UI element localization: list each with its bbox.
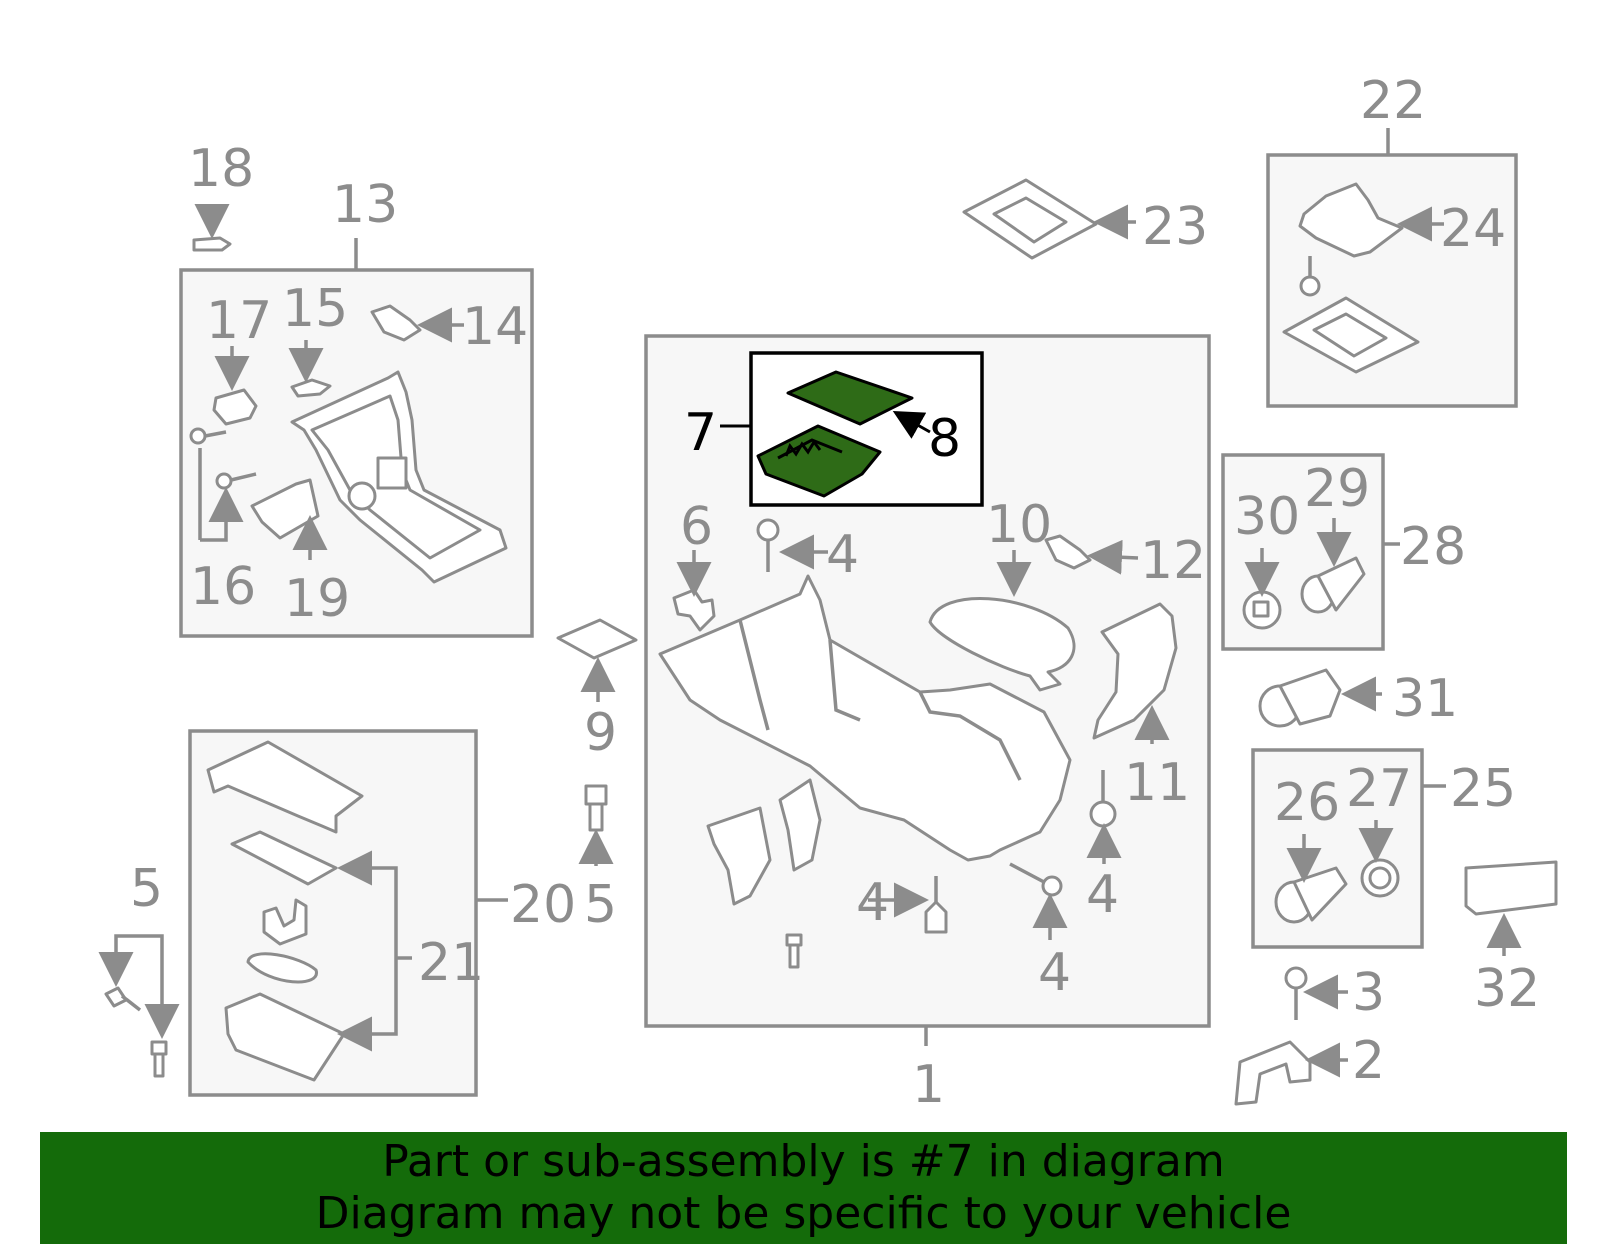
callout-28: 28 [1400,517,1466,577]
pad-21-part [246,952,318,984]
callout-4b: 4 [856,873,889,933]
screw-16-part-a [189,427,227,445]
callout-4a: 4 [826,525,859,585]
callout-11: 11 [1124,753,1190,813]
callout-19: 19 [284,569,350,629]
bolt-small-part [785,933,803,969]
callout-29: 29 [1304,459,1370,519]
bolt-5-part-a [104,986,142,1012]
callout-4c: 4 [1086,865,1119,925]
callout-17: 17 [206,291,272,351]
callout-20: 20 [510,875,576,935]
socket-30-part [1242,590,1282,630]
socket-29-part [1300,556,1366,614]
screw-3-part [1284,966,1308,1020]
callout-9: 9 [584,703,617,763]
mat-21-part [230,830,338,886]
callout-5b: 5 [584,875,617,935]
callout-16: 16 [190,557,256,617]
clip-21-part [262,898,308,946]
callout-13: 13 [332,175,398,235]
bolt-5-part-c [584,784,608,832]
console-trim-bezel-part [290,370,508,584]
tray-7-part[interactable] [756,424,882,498]
callout-12: 12 [1140,531,1206,591]
callout-1: 1 [912,1055,945,1115]
callout-10: 10 [986,495,1052,555]
armrest-10-part [928,597,1076,692]
bezel-32-part [1464,860,1558,916]
clip-18-part [192,236,232,252]
callout-5a: 5 [130,859,163,919]
callout-4d: 4 [1038,943,1071,1003]
banner-line-2: Diagram may not be specific to your vehi… [315,1188,1292,1239]
screw-4-part-a [756,518,780,572]
callout-22: 22 [1360,71,1426,131]
screw-22-part [1299,256,1321,297]
callout-30: 30 [1234,487,1300,547]
bolt-5-part-b [150,1040,168,1078]
callout-25: 25 [1450,759,1516,819]
callout-31: 31 [1392,669,1458,729]
pad-9-part [556,618,638,660]
callout-26: 26 [1274,773,1340,833]
callout-2: 2 [1352,1031,1385,1091]
callout-27: 27 [1346,759,1412,819]
screw-4-part-c [1009,862,1063,897]
callout-14: 14 [462,297,528,357]
socket-31-part [1258,668,1342,728]
console-body-part [658,574,1072,862]
side-panel-11-part [1092,602,1178,740]
bracket-2-part [1234,1040,1312,1106]
screw-16-part-b [215,472,257,490]
callout-7: 7 [684,403,717,463]
callout-15: 15 [282,279,348,339]
tray-8-part[interactable] [786,370,914,426]
clip-14-part [370,304,422,342]
legs-bracket-part [706,778,822,906]
callout-21: 21 [418,933,484,993]
trim-plate-21-part [206,740,364,834]
callout-8: 8 [928,409,961,469]
callout-24: 24 [1440,199,1506,259]
callout-23: 23 [1142,197,1208,257]
callout-3: 3 [1352,963,1385,1023]
banner-line-1: Part or sub-assembly is #7 in diagram [382,1136,1225,1187]
callout-18: 18 [188,139,254,199]
callout-6: 6 [680,497,713,557]
callout-32: 32 [1474,959,1540,1019]
socket-27-part [1360,858,1400,898]
bin-21-part [224,992,346,1082]
info-banner: Part or sub-assembly is #7 in diagram Di… [40,1132,1567,1244]
